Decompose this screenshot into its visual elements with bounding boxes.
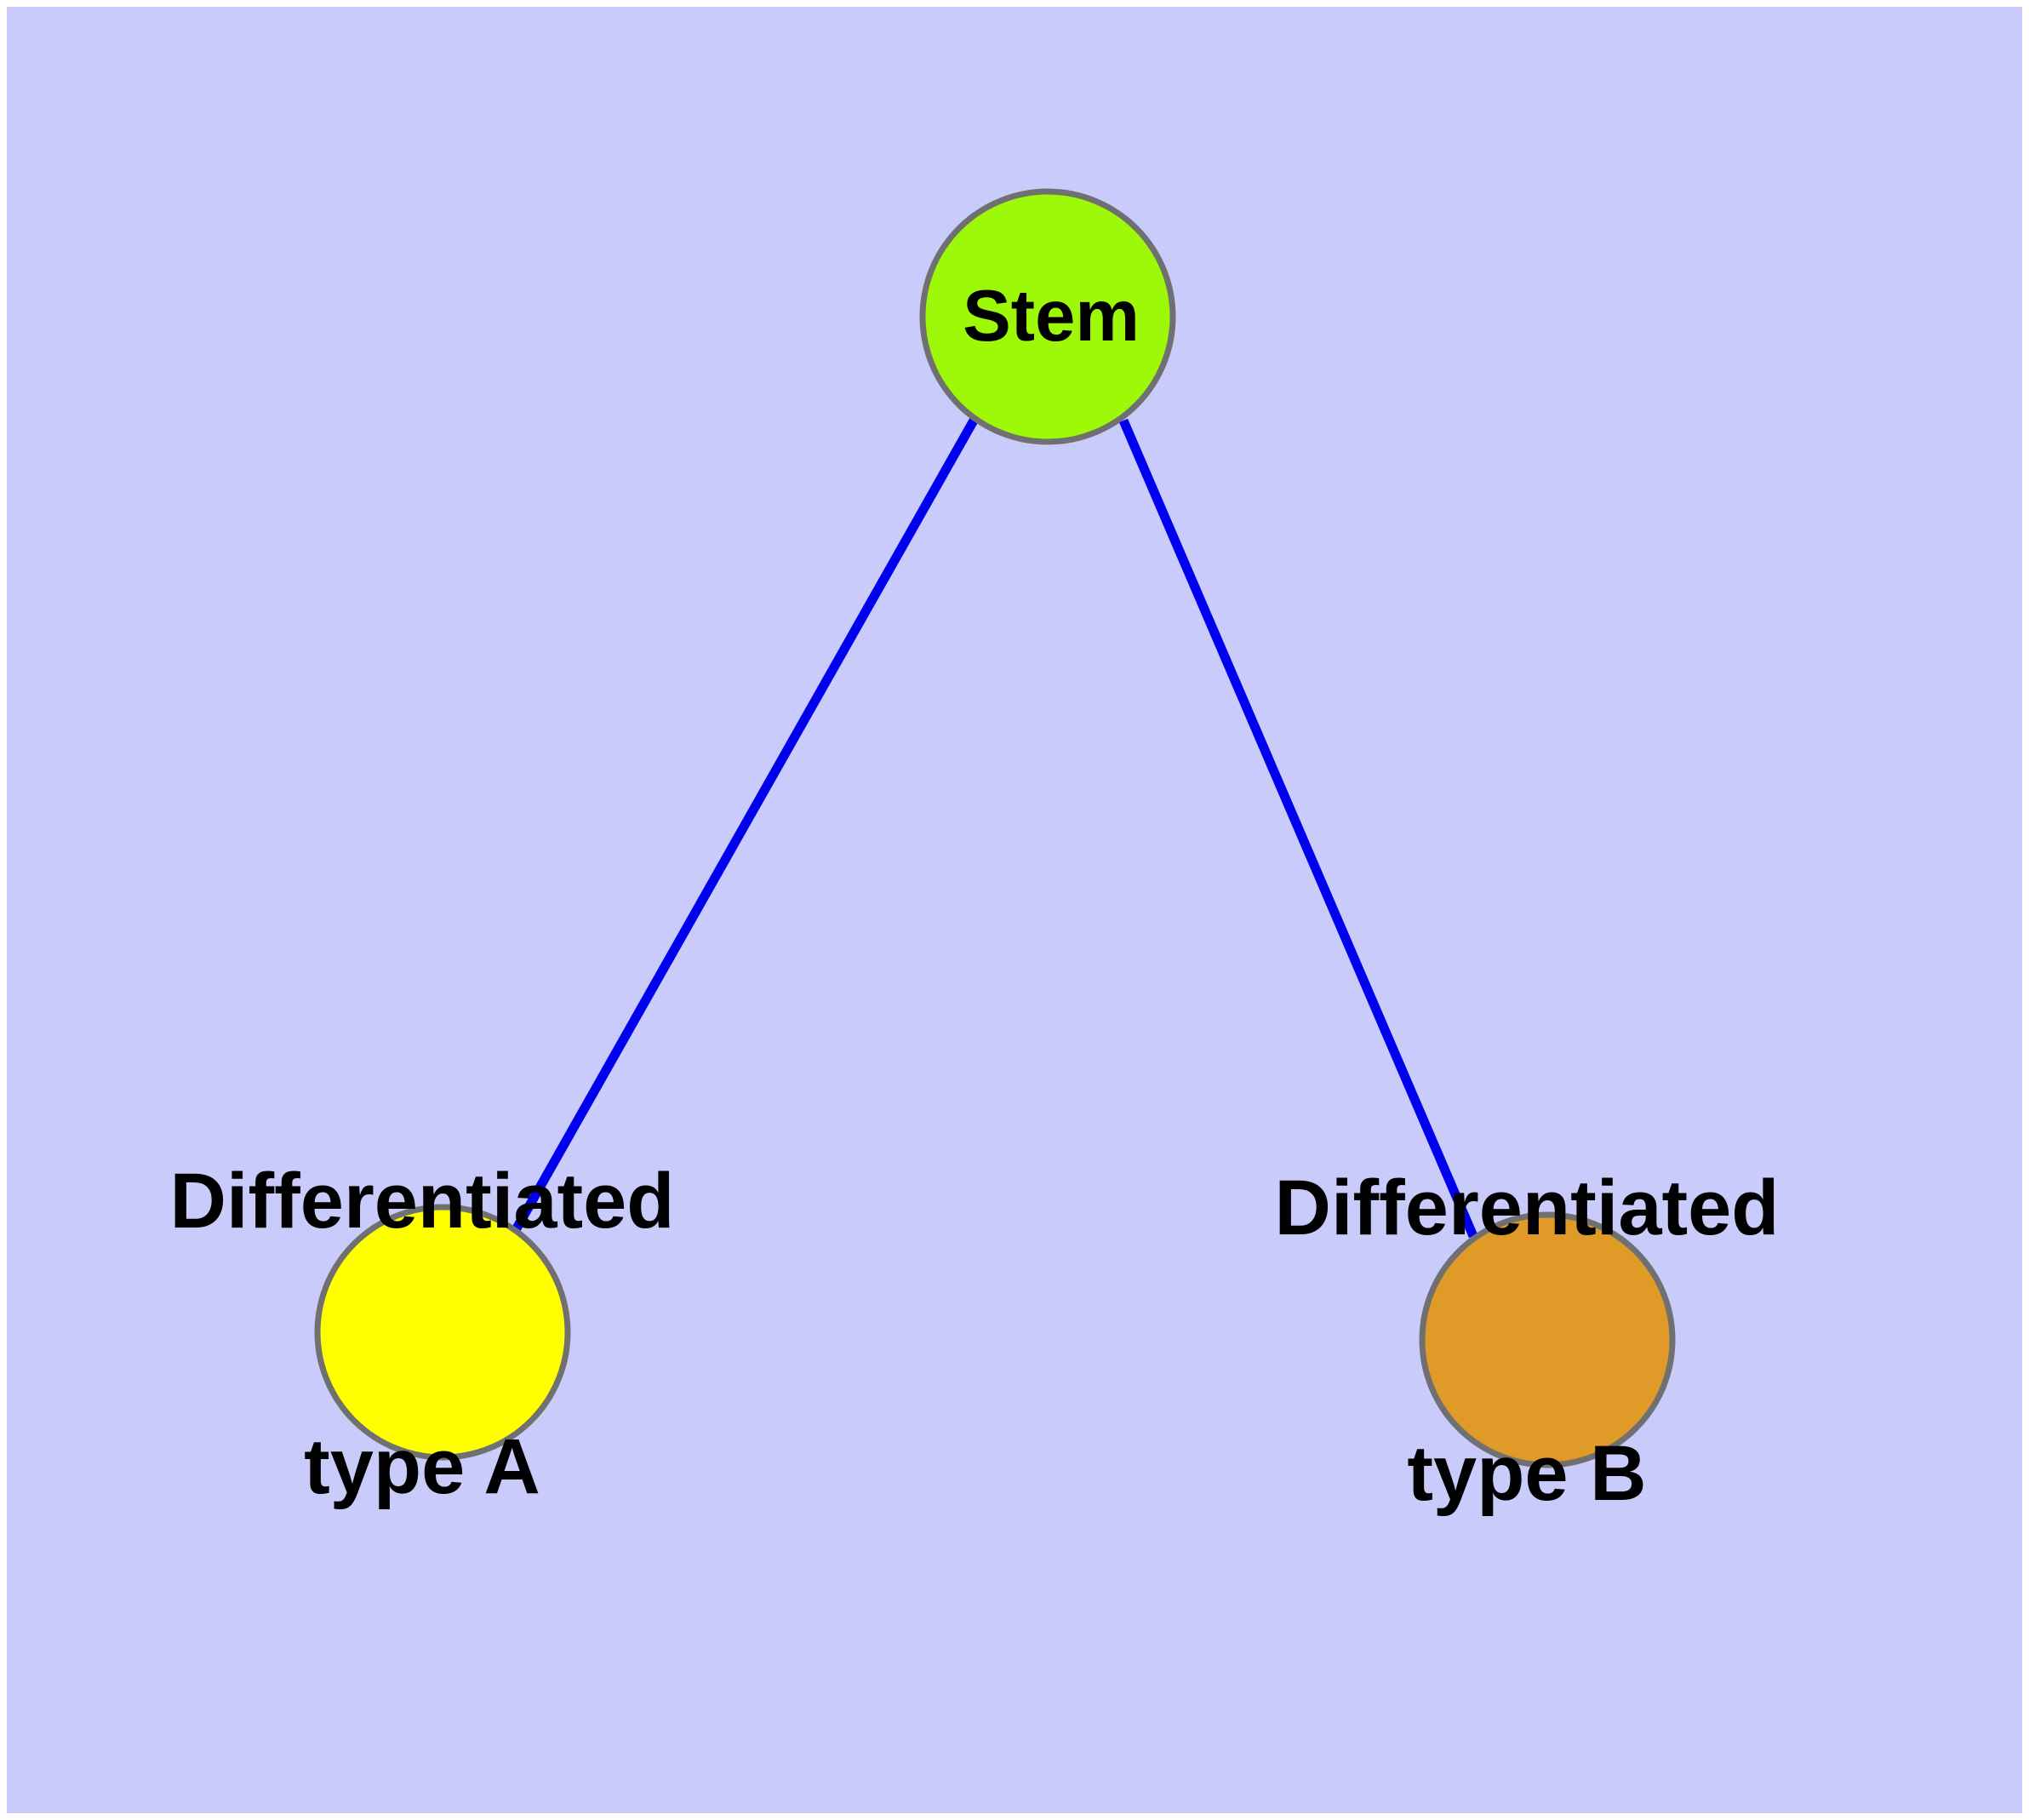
edge-layer [512,418,1478,1239]
node-stem[interactable] [919,188,1176,445]
node-layer [314,188,1676,1468]
edge-stem-to-differentiated-type-a [512,418,978,1231]
edge-stem-to-differentiated-type-b [1118,418,1478,1239]
node-differentiated-type-a[interactable] [314,1204,571,1461]
node-differentiated-type-b[interactable] [1419,1211,1676,1468]
